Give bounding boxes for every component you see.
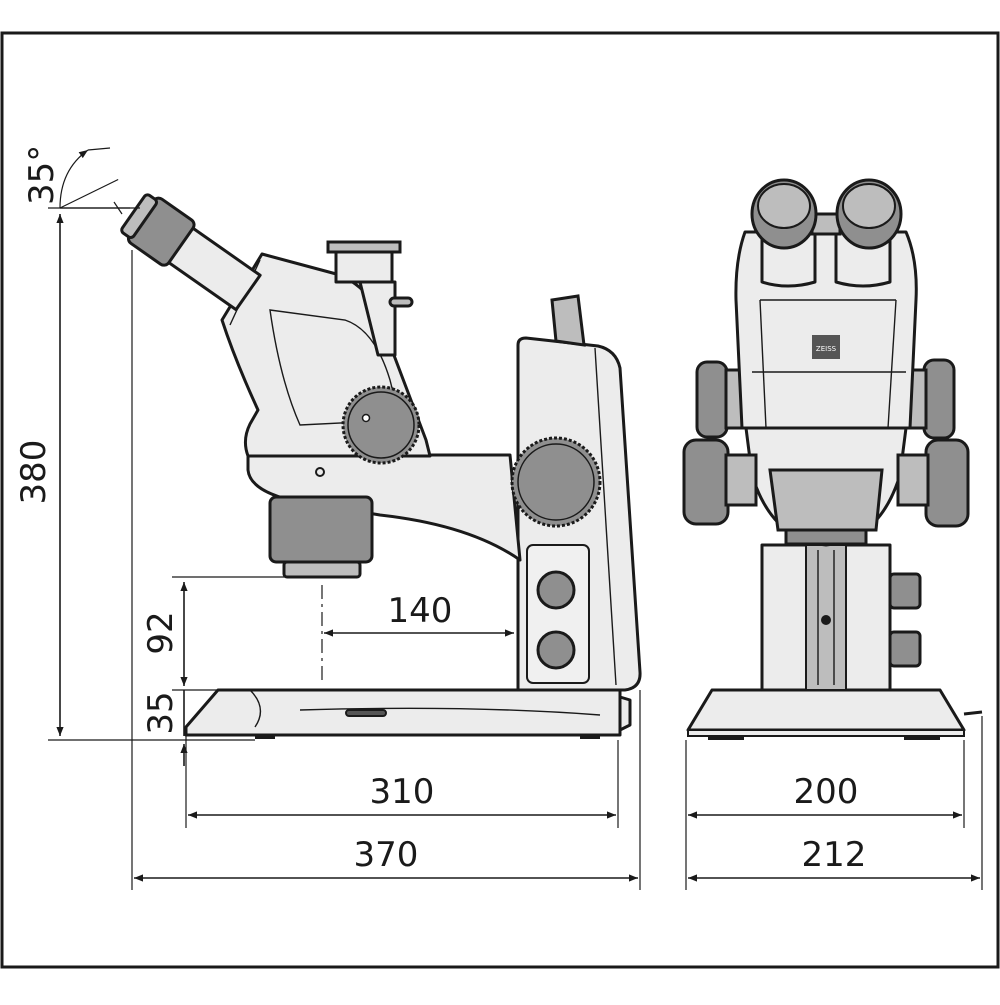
dimension-lines <box>48 147 983 890</box>
dim-total-depth-label: 370 <box>354 835 419 875</box>
dim-reach-label: 140 <box>388 591 453 631</box>
front-objective <box>768 468 884 532</box>
dim-angle-label: 35° <box>22 145 62 205</box>
side-objective <box>268 495 374 564</box>
control-knob-lower <box>536 630 576 670</box>
control-knob-upper <box>536 570 576 610</box>
side-carrier-arm <box>246 453 522 562</box>
dim-working-distance-label: 92 <box>141 611 181 654</box>
brand-logo-text: ZEISS <box>816 345 837 353</box>
side-base-lever <box>345 709 387 717</box>
dim-base-width-label: 200 <box>794 772 859 812</box>
front-knob-left-lower <box>682 438 730 526</box>
dim-base-depth-label: 310 <box>370 772 435 812</box>
front-base <box>686 688 966 732</box>
front-knob-right-upper <box>922 358 956 440</box>
dim-base-height-label: 35 <box>141 691 181 734</box>
front-knob-right-lower <box>924 438 970 528</box>
brand-logo <box>812 335 840 359</box>
dimension-labels: 35° 380 92 35 140 310 370 200 212 <box>14 145 866 875</box>
side-view <box>120 193 642 739</box>
drawing-frame <box>0 31 1000 969</box>
dim-total-width-label: 212 <box>802 835 867 875</box>
dim-total-height-label: 380 <box>14 440 54 505</box>
front-knob-left-upper <box>695 360 729 439</box>
front-view: ZEISS <box>682 178 983 740</box>
